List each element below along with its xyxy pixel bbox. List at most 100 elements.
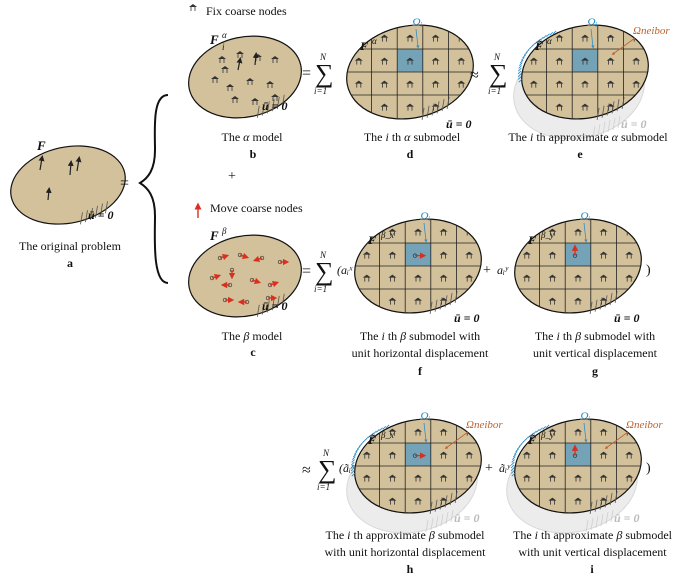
- panel-f-fix-node: [388, 297, 397, 305]
- panel-d-hatch-line: [431, 103, 435, 116]
- panel-f-force-label: F: [367, 233, 376, 247]
- panel-i-hatch-line: [594, 499, 598, 512]
- panel-a-body-hatch-line: [95, 205, 98, 218]
- panel-e-fix-node-head: [606, 34, 615, 38]
- panel-i-fix-node: [548, 474, 557, 482]
- panel-c-force-label: F: [209, 228, 219, 243]
- caption-f-line2: unit horizontal displacement: [351, 346, 489, 360]
- panel-b-fix-node: [246, 78, 254, 85]
- sum-beta-approx-top: N: [322, 448, 330, 458]
- panel-c-move-node: [217, 253, 230, 261]
- panel-h-faded-hatch-line: [445, 511, 449, 525]
- panel-i-faded-hatch-line: [585, 519, 589, 533]
- panel-e-fix-node: [606, 57, 615, 65]
- panel-d-support-hatch: [421, 96, 450, 120]
- panel-g-move-node: [571, 244, 579, 258]
- caption-h-line2: with unit horizontal displacement: [324, 545, 486, 559]
- approx-beta: ≈: [302, 462, 311, 479]
- panel-i-fix-node: [548, 428, 557, 436]
- panel-c-move-node-arrow: [219, 253, 230, 261]
- panel-h-neighbor-tick: [353, 451, 358, 455]
- panel-f-fix-node-head: [362, 228, 371, 232]
- panel-f-fix-node-head: [414, 297, 422, 301]
- panel-h-neighbor-tick: [350, 461, 355, 466]
- panel-h-omega-label: Ωᵢ: [420, 409, 431, 423]
- panel-e-force-sup: α: [547, 36, 552, 46]
- panel-g: [514, 218, 642, 314]
- panel-e-neighbor-tick: [540, 36, 544, 41]
- panel-e-faded-hatch-line: [592, 125, 596, 139]
- panel-e-neighbor-boundary: [517, 30, 557, 83]
- panel-c-move-node: [267, 280, 280, 288]
- panel-c-move-node-arrow: [239, 252, 250, 260]
- panel-h-fix-node: [388, 474, 397, 482]
- panel-h-force-sup: β_x: [380, 430, 394, 440]
- panel-e-fix-node: [581, 103, 589, 111]
- panel-i-fix-node-head: [599, 474, 608, 478]
- panel-f-fix-node: [439, 274, 448, 282]
- panel-i-hatch-line: [589, 501, 593, 514]
- panel-e-hatch-line: [596, 107, 600, 120]
- panel-e-hatch-line: [601, 105, 605, 118]
- panel-e-neighbor-tick: [522, 54, 526, 59]
- panel-e-fix-node-head: [555, 80, 564, 84]
- panel-b-body-hatch-line: [276, 96, 280, 110]
- panel-e-fix-node: [632, 80, 641, 88]
- panel-i-fix-node-head: [574, 497, 582, 501]
- left-brace: [138, 94, 169, 284]
- panel-f-omega-label: Ωᵢ: [420, 209, 431, 223]
- panel-g-fix-node: [548, 297, 557, 305]
- panel-h-neighbor-tick: [351, 456, 356, 461]
- panel-d-fix-node-head: [380, 57, 389, 61]
- panel-e-omega-pointer: [590, 28, 595, 49]
- close-paren-beta-approx: ): [646, 461, 651, 476]
- panel-d-fix-node: [380, 34, 389, 42]
- panel-i-fix-node-head: [548, 451, 557, 455]
- panel-e-neighbor-tick: [517, 73, 522, 78]
- panel-e-omega-label: Ωᵢ: [587, 15, 598, 29]
- panel-i-hatch-line: [609, 493, 613, 506]
- panel-i-fix-node-head: [625, 474, 634, 478]
- panel-b-body-hatch-line: [271, 99, 275, 112]
- legend-move-label: Move coarse nodes: [210, 201, 303, 215]
- panel-i-fix-node-head: [522, 451, 531, 455]
- panel-b-fix-node: [271, 94, 279, 101]
- panel-f-hatch-line: [429, 301, 433, 314]
- panel-i-omega-cell: [565, 443, 591, 466]
- panel-h-fix-node: [439, 474, 448, 482]
- panel-a-body-support-hatch: [80, 201, 108, 225]
- panel-e-fix-node-head: [581, 57, 589, 61]
- panel-i-neighbor-pointer: [604, 431, 629, 449]
- panel-e-fix-node: [555, 80, 564, 88]
- panel-f-omega-pointer: [423, 222, 428, 243]
- caption-f-line1: The i th β submodel with: [359, 329, 481, 343]
- sum-alpha-bottom: i=1: [314, 86, 327, 96]
- panel-e-faded-hatch-line: [607, 119, 611, 133]
- panel-c-move-node: [228, 267, 236, 280]
- panel-e-neighbor-tick: [517, 76, 522, 80]
- panel-i-neighbor-tick: [513, 451, 518, 455]
- panel-g-support-hatch: [589, 290, 618, 314]
- panel-i-fix-node: [599, 451, 608, 459]
- sum-alpha: ∑: [315, 59, 334, 88]
- panel-a-force-arrow-1: [38, 155, 45, 171]
- panel-f-fix-node-head: [362, 274, 371, 278]
- panel-b-fix-node: [231, 96, 239, 103]
- panel-g-fix-node: [574, 228, 582, 236]
- panel-g-hatch-line: [599, 297, 603, 310]
- panel-i-neighbor-tick: [511, 472, 516, 477]
- panel-h-hatch-line: [439, 497, 443, 510]
- panel-d-fix-node: [457, 103, 466, 111]
- panel-a-force-label: F: [36, 138, 46, 153]
- panel-e-fix-node-head: [529, 80, 538, 84]
- panel-b-fix-node-head: [211, 76, 219, 79]
- panel-h-neighbor-tick: [382, 425, 387, 430]
- panel-i-neighbor-tick: [512, 453, 517, 458]
- panel-c-body-hatch-line: [266, 300, 270, 313]
- panel-d-bc-label: ū = 0: [446, 117, 472, 131]
- panel-d-fix-node: [457, 57, 466, 65]
- panel-g-fix-node-head: [548, 228, 557, 232]
- panel-e-neighbor-tick: [537, 38, 541, 43]
- panel-i-fix-node-head: [548, 428, 557, 432]
- panel-e-fix-node-head: [555, 57, 564, 61]
